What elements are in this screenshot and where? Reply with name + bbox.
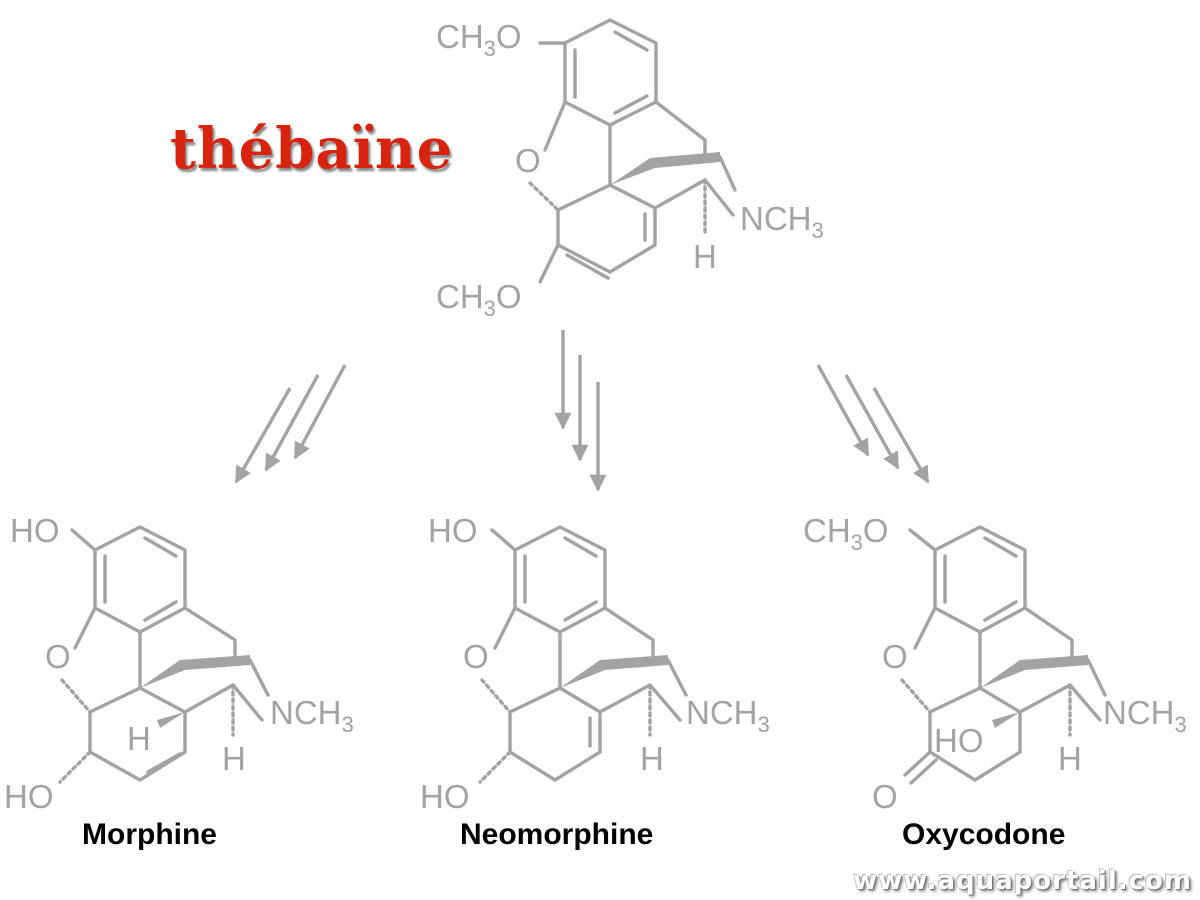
thebaine-methoxy-bottom: CH3O (436, 278, 522, 321)
oxycodone-ketone-oxygen: O (872, 778, 898, 815)
thebaine-amine: NCH3 (740, 200, 824, 243)
thebaine-ring-oxygen: O (515, 142, 541, 179)
morphine-amine: NCH3 (270, 694, 354, 737)
watermark: www.aquaportail.com (853, 866, 1192, 896)
arrows-to-morphine (234, 364, 347, 484)
morphine-label: Morphine (82, 818, 217, 851)
neomorphine-ring-oxygen: O (463, 638, 489, 675)
oxycodone-methoxy: CH3O (803, 512, 889, 555)
morphine-structure (58, 525, 270, 784)
oxycodone-ring-oxygen: O (882, 638, 908, 675)
oxycodone-structure (900, 525, 1107, 785)
neomorphine-label: Neomorphine (460, 818, 654, 851)
neomorphine-structure (478, 525, 688, 784)
arrows-to-oxycodone (816, 364, 930, 484)
morphine-hydrogen-right: H (222, 740, 246, 777)
oxycodone-amine: NCH3 (1103, 694, 1187, 737)
thebaine-structure (528, 18, 737, 284)
neomorphine-hydroxy-bottom: HO (420, 778, 470, 815)
oxycodone-hydrogen: H (1058, 740, 1082, 777)
oxycodone-label: Oxycodone (902, 818, 1066, 851)
neomorphine-amine: NCH3 (686, 694, 770, 737)
neomorphine-hydrogen: H (640, 740, 664, 777)
oxycodone-hydroxy: HO (934, 722, 984, 759)
thebaine-hydrogen: H (693, 238, 717, 275)
morphine-hydroxy-bottom: HO (4, 778, 54, 815)
thebaine-methoxy-top: CH3O (436, 18, 522, 61)
morphine-hydrogen-left: H (127, 720, 151, 757)
morphine-hydroxy-top: HO (10, 512, 60, 549)
thebaine-title: thébaïne (170, 116, 454, 182)
morphine-ring-oxygen: O (45, 638, 71, 675)
neomorphine-hydroxy-top: HO (428, 512, 478, 549)
arrows-to-neomorphine (554, 330, 607, 492)
